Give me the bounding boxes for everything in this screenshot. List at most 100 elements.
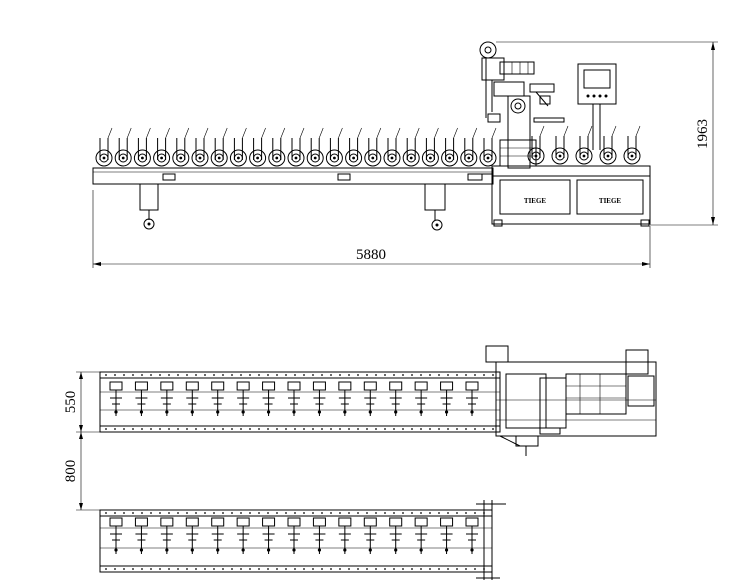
rack-rivet: [195, 512, 197, 514]
rack-rivet: [375, 374, 377, 376]
rack-rivet: [222, 374, 224, 376]
rack-rivet: [483, 512, 485, 514]
rack-rivet: [456, 568, 458, 570]
rack-rivet: [159, 568, 161, 570]
cabinet-roller: [599, 125, 617, 165]
lower-station: [312, 517, 326, 554]
rack-rivet: [150, 374, 152, 376]
cabinet-label-left: TIEGE: [524, 197, 547, 205]
rack-rivet: [321, 568, 323, 570]
rack-rivet: [402, 512, 404, 514]
rack-rivet: [438, 568, 440, 570]
upper-station: [236, 381, 250, 416]
cabinet-roller: [551, 125, 569, 165]
machine-cabinet: [491, 165, 651, 227]
rack-rivet: [357, 568, 359, 570]
rack-rivet: [420, 428, 422, 430]
upper-rack: [99, 371, 501, 433]
dimension-rack-gap: [76, 432, 100, 511]
rack-rivet: [447, 374, 449, 376]
rack-rivet: [465, 512, 467, 514]
rack-rivet: [132, 428, 134, 430]
rack-rivet: [294, 428, 296, 430]
rack-rivet: [204, 374, 206, 376]
rack-rivet: [420, 568, 422, 570]
lower-station: [363, 517, 377, 554]
rack-rivet: [303, 428, 305, 430]
rack-rivet: [105, 512, 107, 514]
upper-station: [185, 381, 199, 416]
rail-roller: [383, 127, 401, 167]
rack-rivet: [150, 568, 152, 570]
rail-roller: [133, 127, 151, 167]
rack-rivet: [168, 512, 170, 514]
rack-rivet: [168, 428, 170, 430]
upper-station: [287, 381, 301, 416]
upper-station: [160, 381, 174, 416]
rack-rivet: [366, 512, 368, 514]
rack-rivet: [321, 374, 323, 376]
rack-rivet: [105, 428, 107, 430]
rack-rivet: [465, 374, 467, 376]
rack-rivet: [456, 428, 458, 430]
rack-rivet: [258, 512, 260, 514]
rail-roller: [306, 127, 324, 167]
rack-rivet: [132, 374, 134, 376]
rack-rivet: [375, 428, 377, 430]
rack-rivet: [177, 374, 179, 376]
rack-rivet: [492, 428, 494, 430]
rack-rivet: [312, 374, 314, 376]
rack-rivet: [249, 428, 251, 430]
rail-roller: [191, 127, 209, 167]
lower-station: [389, 517, 403, 554]
rack-rivet: [348, 568, 350, 570]
rack-rivet: [393, 428, 395, 430]
dimension-label-length: 5880: [356, 247, 386, 263]
rack-rivet: [195, 374, 197, 376]
upper-station: [389, 381, 403, 416]
rail-roller: [325, 127, 343, 167]
rack-rivet: [465, 428, 467, 430]
rack-rivet: [204, 512, 206, 514]
rack-rivet: [249, 568, 251, 570]
rack-rivet: [483, 428, 485, 430]
rack-rivet: [141, 374, 143, 376]
rack-rivet: [141, 512, 143, 514]
rack-rivet: [285, 374, 287, 376]
rack-rivet: [141, 428, 143, 430]
dimension-label-rack-width: 550: [63, 391, 79, 414]
rack-rivet: [366, 428, 368, 430]
rail-roller: [210, 127, 228, 167]
rack-rivet: [177, 568, 179, 570]
rack-rivet: [141, 568, 143, 570]
rack-rivet: [123, 428, 125, 430]
lower-station: [160, 517, 174, 554]
rack-rivet: [177, 512, 179, 514]
machine-plan: [485, 345, 657, 456]
rail-roller: [268, 127, 286, 167]
lower-station: [440, 517, 454, 554]
rack-rivet: [483, 374, 485, 376]
rack-rivet: [123, 568, 125, 570]
lower-rack-stations: [105, 512, 485, 570]
cabinet-rollers: [527, 125, 641, 165]
rack-rivet: [276, 428, 278, 430]
rack-rivet: [348, 512, 350, 514]
lower-station: [185, 517, 199, 554]
beam-badge-right: [467, 173, 483, 181]
lower-station: [236, 517, 250, 554]
rack-rivet: [402, 374, 404, 376]
rack-rivet: [240, 374, 242, 376]
control-panel: [577, 63, 617, 150]
rail-roller: [229, 127, 247, 167]
rack-rivet: [492, 374, 494, 376]
rack-rivet: [312, 568, 314, 570]
rack-rivet: [105, 374, 107, 376]
rack-rivet: [105, 568, 107, 570]
rack-rivet: [339, 374, 341, 376]
rack-rivet: [159, 428, 161, 430]
cabinet-label-right: TIEGE: [599, 197, 622, 205]
rack-rivet: [465, 568, 467, 570]
rack-rivet: [384, 428, 386, 430]
